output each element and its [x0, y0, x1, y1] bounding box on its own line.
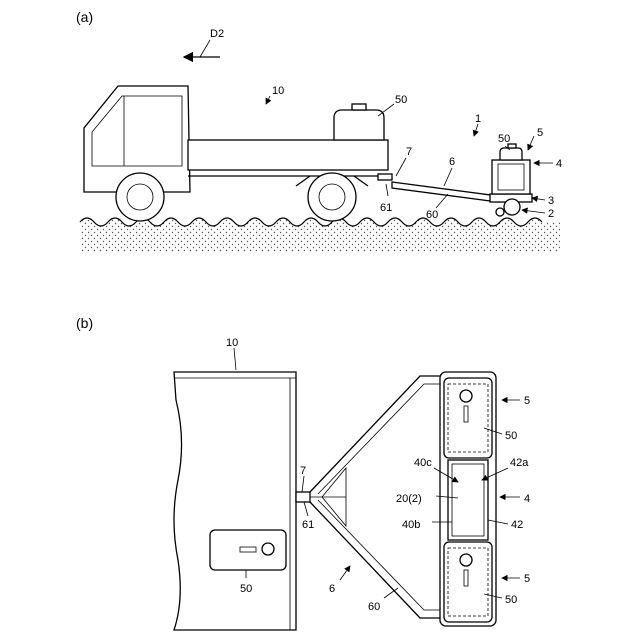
panel-b: (b)	[76, 315, 530, 630]
direction-arrow: D2	[184, 28, 224, 57]
ground	[80, 218, 560, 252]
label-module-bottom: 5	[524, 573, 530, 585]
cart-tank	[500, 148, 522, 160]
label-base: 3	[548, 195, 554, 207]
truck-tank-cap	[352, 104, 366, 110]
label-pin-b: 61	[302, 519, 314, 531]
coupling-upper-inner	[318, 384, 440, 494]
leader-coupling-a	[444, 168, 452, 186]
vehicle-tank	[210, 530, 286, 570]
label-tank-bottom: 50	[505, 594, 517, 606]
leader-pin-a	[386, 184, 388, 196]
front-wheel	[116, 173, 164, 221]
coupling-bar	[392, 182, 498, 202]
truck-hitch	[378, 174, 392, 180]
leader-hitch-a	[396, 158, 406, 176]
direction-leader	[200, 40, 210, 57]
cart-top	[440, 372, 496, 626]
rear-wheel	[308, 173, 356, 221]
label-coupling-b: 6	[329, 583, 335, 595]
leader-hitch-b	[302, 476, 304, 492]
label-system: 1	[475, 113, 481, 125]
truck-tank	[334, 110, 384, 140]
leader-vehicle-b	[234, 348, 236, 370]
leader-base	[532, 198, 545, 200]
vehicle-tank-cap	[262, 543, 274, 555]
label-hitch-a: 7	[406, 146, 412, 158]
label-frame-b: 4	[524, 493, 530, 505]
label-vehicle-b: 10	[226, 337, 238, 349]
leader-arm-a	[436, 194, 448, 208]
vehicle-body	[174, 372, 296, 630]
cart	[490, 144, 532, 216]
leader-truck-tank	[378, 104, 394, 116]
panel-a: (a) D2	[76, 9, 562, 252]
leader-pin-b	[304, 502, 308, 516]
label-frame-a: 4	[556, 158, 562, 170]
ground-fill	[80, 218, 560, 252]
label-pin-a: 61	[380, 202, 392, 214]
coupling-lower-inner	[318, 500, 440, 610]
label-frame-4c: 40c	[414, 457, 432, 469]
label-arm-a: 60	[426, 209, 438, 221]
cart-wheel	[504, 199, 520, 215]
label-frame-2a: 42a	[510, 457, 529, 469]
leader-wheel-unit	[522, 210, 545, 213]
panel-b-label: (b)	[76, 315, 93, 331]
label-arm-b: 60	[368, 601, 380, 613]
truck-bed	[188, 140, 388, 170]
direction-label: D2	[210, 28, 224, 40]
frame-center	[448, 460, 488, 540]
module-bottom-cap	[460, 554, 472, 566]
label-cart-tank: 50	[498, 133, 510, 145]
label-hitch-b: 7	[300, 465, 306, 477]
label-coupling-a: 6	[449, 156, 455, 168]
leader-vehicle	[266, 96, 270, 104]
label-module-top: 5	[524, 395, 530, 407]
leader-system	[474, 124, 478, 136]
label-tank-top: 50	[505, 430, 517, 442]
vehicle-top	[174, 372, 296, 630]
leader-coupling-b	[340, 566, 350, 580]
leader-module	[528, 136, 534, 150]
truck	[84, 86, 392, 221]
label-frame-42: 42	[511, 519, 523, 531]
panel-a-label: (a)	[76, 9, 93, 25]
label-module: 5	[537, 127, 543, 139]
label-vehicle-a: 10	[272, 85, 284, 97]
label-truck-tank-a: 50	[395, 94, 407, 106]
label-center-unit: 20(2)	[396, 493, 422, 505]
hitch-top	[296, 492, 310, 502]
label-wheel-unit: 2	[548, 208, 554, 220]
coupling-upper-outer	[310, 376, 440, 492]
label-vehicle-tank-b: 50	[240, 583, 252, 595]
label-frame-4b: 40b	[402, 519, 420, 531]
cart-caster	[496, 208, 504, 216]
module-top-cap	[460, 390, 472, 402]
